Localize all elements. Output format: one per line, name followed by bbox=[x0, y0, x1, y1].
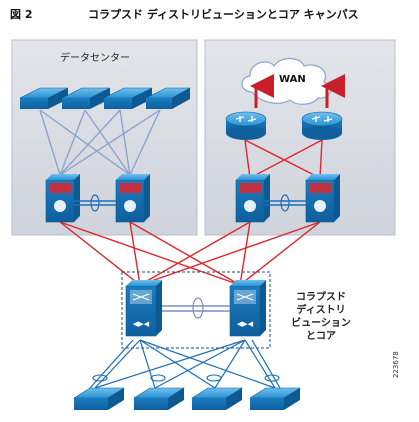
router-icon bbox=[301, 111, 343, 140]
collapsed-label-line: ディストリ bbox=[296, 305, 346, 316]
access-switch-icon bbox=[190, 387, 244, 410]
core-dashed-box bbox=[121, 271, 271, 349]
figure-title: コラプスド ディストリビューションとコア キャンパス bbox=[88, 8, 359, 21]
etherchannel-icon bbox=[92, 374, 108, 382]
access-switch-icon bbox=[103, 87, 153, 109]
core-uplinks bbox=[59, 139, 323, 286]
wan-label: WAN bbox=[279, 74, 306, 85]
router-icon bbox=[225, 111, 267, 140]
etherchannel-icon bbox=[192, 297, 204, 319]
datacenter-access-links bbox=[39, 109, 161, 176]
datacenter-services-pair bbox=[45, 174, 150, 223]
etherchannel-icon bbox=[264, 374, 280, 382]
access-switch-row bbox=[72, 387, 302, 410]
etherchannel-icon bbox=[280, 194, 290, 212]
figure-label: 図 2 bbox=[10, 8, 33, 21]
etherchannel-icon bbox=[90, 194, 100, 212]
access-switch-icon bbox=[145, 87, 192, 109]
svg-text:◀▶◀: ◀▶◀ bbox=[133, 320, 150, 328]
access-switch-icon bbox=[19, 87, 69, 109]
collapsed-label-line: コラプスド bbox=[296, 292, 346, 303]
figure-number: 223678 bbox=[392, 351, 400, 378]
access-switch-icon bbox=[72, 387, 126, 410]
firewall-switch-icon bbox=[235, 174, 270, 223]
access-switch-icon bbox=[248, 387, 302, 410]
wan-services-pair bbox=[235, 174, 340, 223]
svg-text:◀▶◀: ◀▶◀ bbox=[237, 320, 254, 328]
core-switch-icon: ◀▶◀ bbox=[125, 280, 162, 337]
access-switch-icon bbox=[132, 387, 186, 410]
access-downlinks bbox=[89, 339, 281, 389]
datacenter-switch-row bbox=[19, 87, 192, 109]
firewall-switch-icon bbox=[305, 174, 340, 223]
access-switch-icon bbox=[61, 87, 111, 109]
etherchannel-icon bbox=[206, 374, 222, 382]
collapsed-core-label: コラプスド ディストリ ビューション とコア bbox=[282, 291, 360, 343]
firewall-switch-icon bbox=[45, 174, 80, 223]
collapsed-label-line: ビューション bbox=[291, 318, 351, 329]
etherchannel-icon bbox=[150, 374, 166, 382]
firewall-switch-icon bbox=[115, 174, 150, 223]
core-switch-icon: ◀▶◀ bbox=[229, 280, 266, 337]
collapsed-label-line: とコア bbox=[306, 331, 336, 342]
datacenter-label: データセンター bbox=[60, 53, 130, 64]
